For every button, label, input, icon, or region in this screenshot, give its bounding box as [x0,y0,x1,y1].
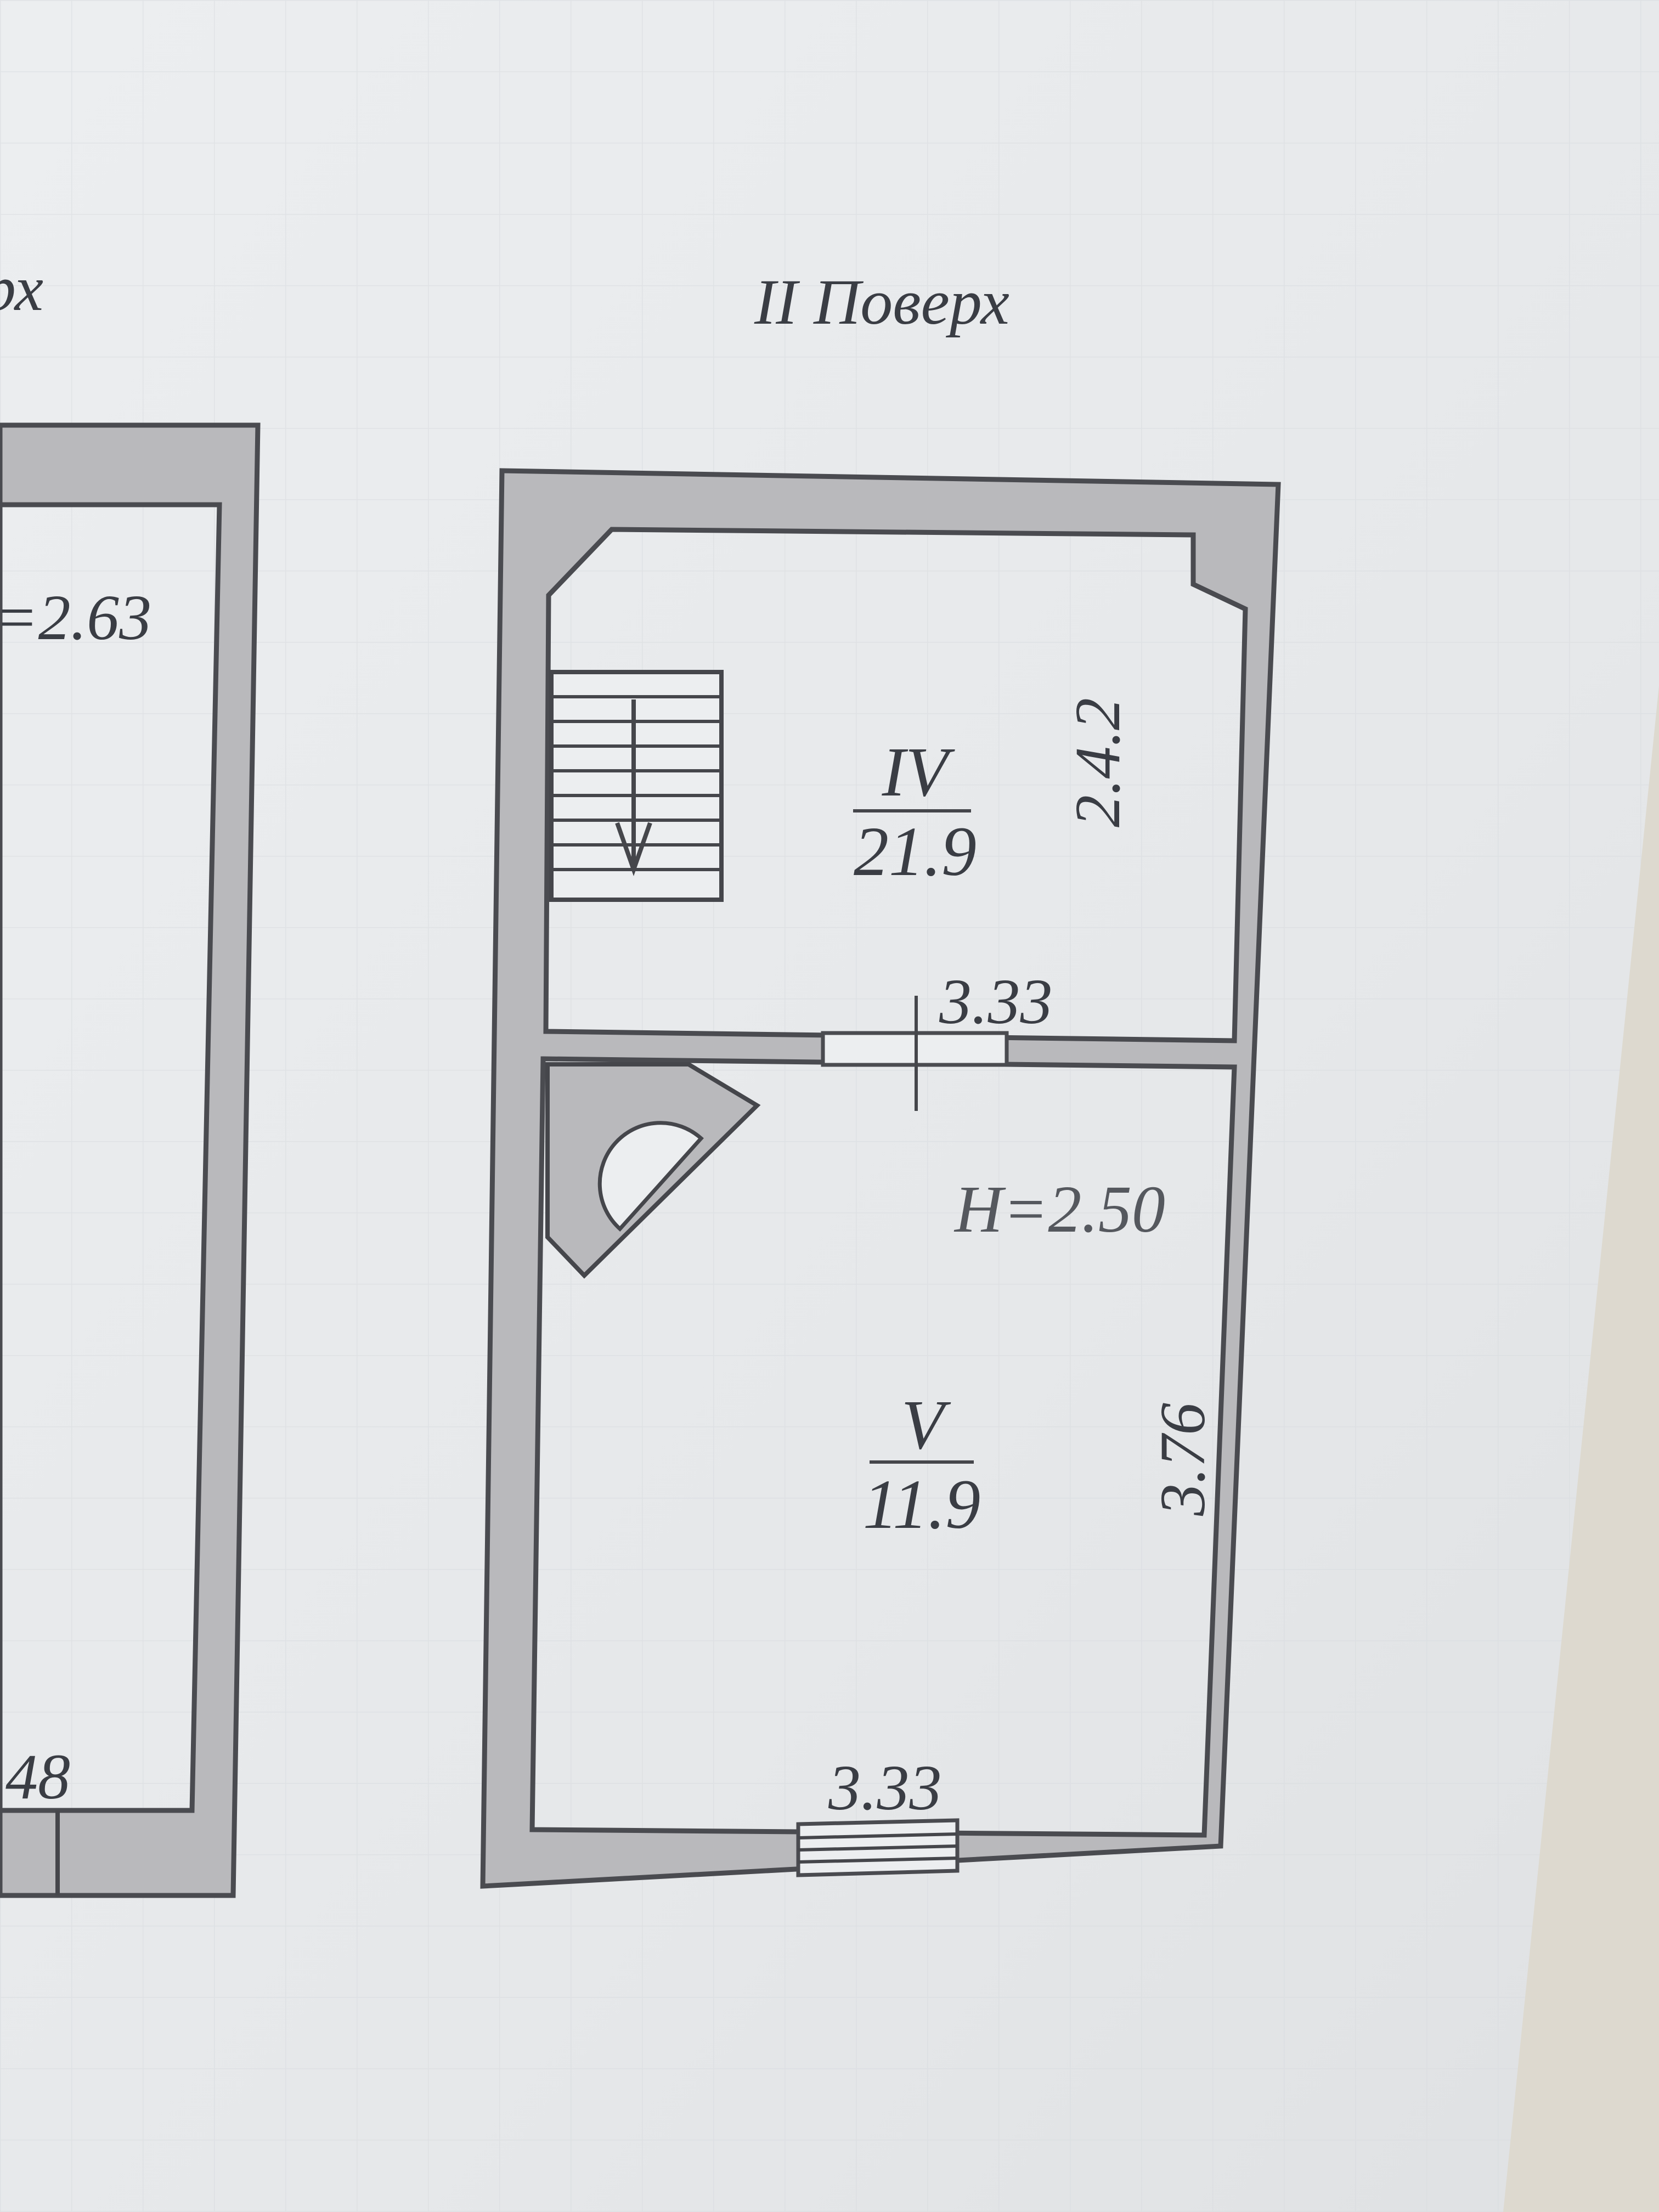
room-iv-width-dimension: 3.33 [939,966,1053,1037]
window-line-2 [798,1844,958,1852]
left-floor-title: рх [0,252,43,324]
room-iv-numeral: IV [882,733,956,811]
window-line-3 [798,1857,958,1864]
window-line-1 [798,1832,958,1839]
floor-title: II Поверх [754,266,1009,338]
room-v-area: 11.9 [863,1465,981,1543]
left-floor-plan: =2.63 48 [0,422,261,1898]
stove-icon [545,1062,761,1279]
room-iv-height-dimension: 2.4.2 [1062,698,1133,827]
left-plan-dimension: 48 [5,1741,70,1813]
second-floor-plan: IV 21.9 2.4.2 3.33 H=2.50 V 11.9 3.76 3.… [480,468,1281,1889]
room-iv-label: IV 21.9 [853,733,977,890]
room-iv-area: 21.9 [854,812,977,890]
room-v-numeral: V [901,1386,951,1464]
room-v-height-label: H=2.50 [953,1172,1165,1246]
room-v-label: V 11.9 [863,1386,981,1543]
left-plan-height-label: =2.63 [0,582,151,653]
staircase-icon [549,670,724,902]
left-plan-wall [0,422,261,1898]
stair-direction-arrow-icon [615,699,652,877]
room-v-height-dimension: 3.76 [1147,1403,1218,1517]
room-v-width-dimension: 3.33 [828,1752,942,1824]
